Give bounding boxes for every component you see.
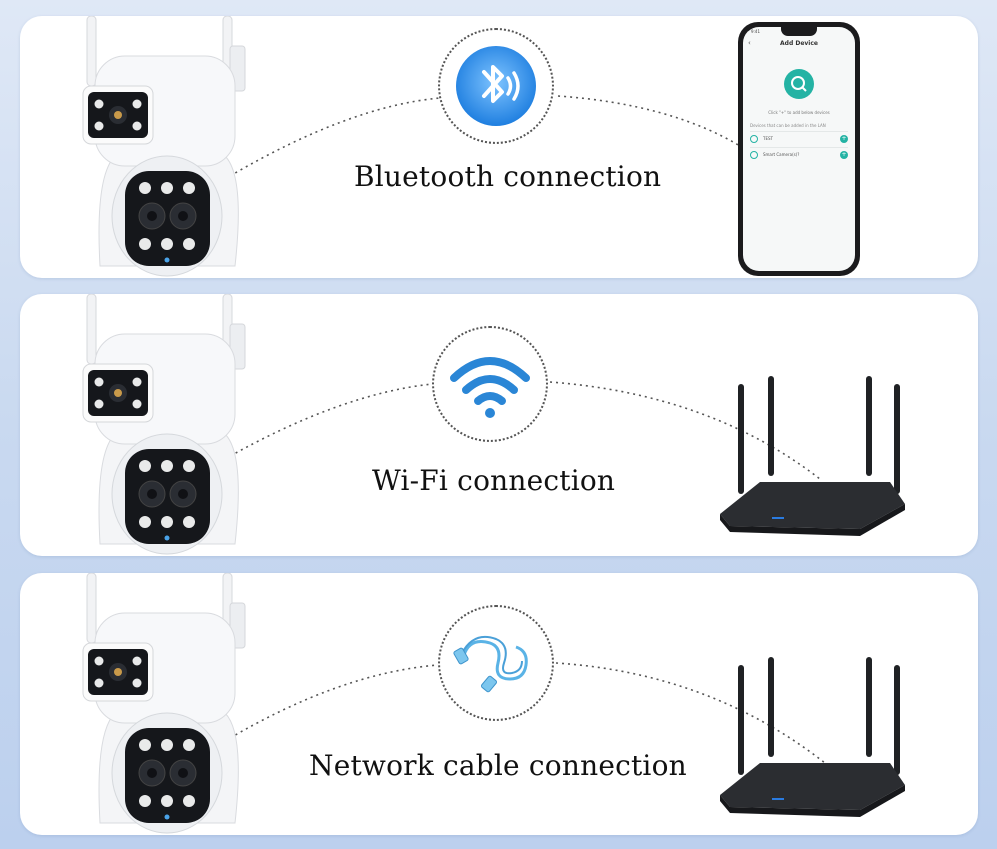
device-row: TEST + [750,131,848,146]
smartphone-app-image: 9:41 ‹ Add Device Click "+" to add below… [738,22,860,276]
wifi-panel: Wi-Fi connection [20,294,978,556]
connection-dotted-line [224,381,821,480]
wifi-icon-circle [432,326,548,442]
network-cable-panel: Network cable connection [20,573,978,835]
ptz-camera-image [82,16,246,277]
add-icon: + [840,151,848,159]
wifi-icon [450,357,530,418]
ptz-camera-image [82,573,246,834]
connection-dotted-line [224,662,826,764]
camera-icon [750,135,758,143]
ethernet-cable-icon-circle [438,605,554,721]
network-cable-connection-label: Network cable connection [309,749,687,782]
search-icon [784,69,814,99]
phone-status-time: 9:41 [751,29,760,34]
bluetooth-icon [456,46,536,126]
router-image [720,657,905,817]
bluetooth-icon-circle [438,28,554,144]
wifi-connection-label: Wi-Fi connection [372,464,616,497]
add-icon: + [840,135,848,143]
connection-dotted-line [229,95,741,177]
back-icon: ‹ [748,39,751,47]
phone-screen-title: Add Device [780,40,818,47]
ethernet-cable-icon [453,635,528,693]
camera-icon [750,151,758,159]
ptz-camera-image [82,294,246,555]
phone-hint-text: Click "+" to add below devices [768,110,830,115]
router-image [720,376,905,536]
device-row: Smart Camera(s)? + [750,147,848,162]
bluetooth-connection-label: Bluetooth connection [354,160,662,193]
bluetooth-panel: Bluetooth connection 9:41 ‹ Add Device C… [20,16,978,278]
phone-subhint-text: Devices that can be added in the LAN [750,123,826,128]
